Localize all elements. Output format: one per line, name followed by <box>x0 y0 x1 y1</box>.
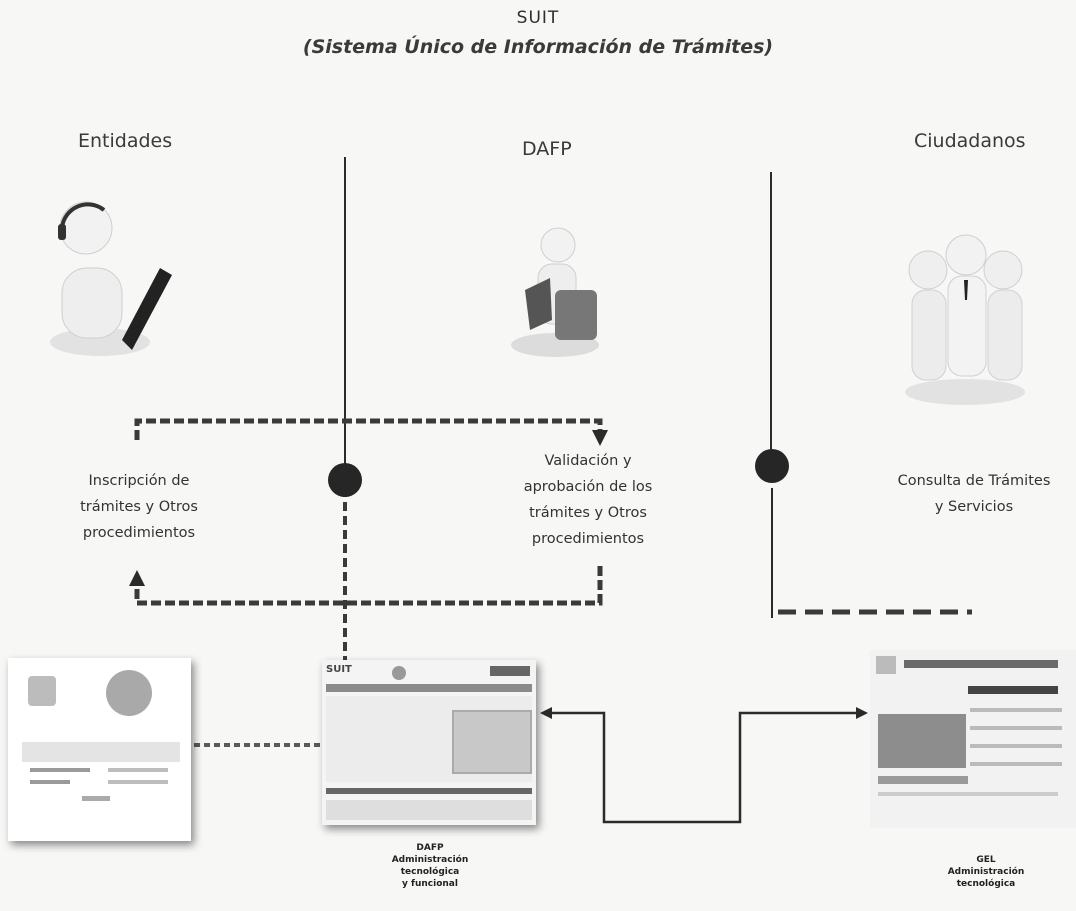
login-field-input <box>108 780 168 784</box>
process-consultation-line: Consulta de Trámites <box>897 473 1051 489</box>
entidades-login-screenshot <box>8 658 191 841</box>
arrow-head-validation <box>592 430 608 446</box>
suit-logo-icon <box>106 670 152 716</box>
process-inscription-line: Inscripción de <box>88 473 190 489</box>
screen-footer <box>326 800 532 820</box>
suit-badge: SUIT <box>326 664 352 675</box>
caption-gel-line: GEL <box>976 855 996 865</box>
caption-dafp-line: DAFP <box>416 843 444 853</box>
caption-dafp-line: Administración <box>391 855 469 865</box>
caption-dafp: DAFP Administración tecnológica y funcio… <box>350 842 510 890</box>
entidades-person-icon <box>50 201 172 356</box>
login-field-label <box>30 768 90 772</box>
login-field-input <box>108 768 168 772</box>
coat-of-arms-icon <box>28 676 56 706</box>
process-inscription-line: trámites y Otros <box>80 499 198 515</box>
dashed-arrow-to-validation <box>134 418 603 440</box>
gel-main-image <box>878 714 966 768</box>
column-heading-dafp: DAFP <box>522 138 572 160</box>
arrow-head-gel <box>856 707 868 719</box>
process-inscription: Inscripción de trámites y Otros procedim… <box>34 468 244 546</box>
gel-top-bar <box>904 660 1058 668</box>
arrow-head-inscription <box>129 570 145 586</box>
gel-list-line <box>970 762 1062 766</box>
screen-footer-bar <box>326 788 532 794</box>
gel-section-header <box>968 686 1058 694</box>
node-dafp <box>328 463 362 497</box>
gel-footer-bar <box>878 776 968 784</box>
diagram-acronym: SUIT <box>516 8 560 28</box>
diagram-title: (Sistema Único de Información de Trámite… <box>302 36 774 58</box>
gel-footer-line <box>878 792 1058 796</box>
gel-list-line <box>970 726 1062 730</box>
process-inscription-line: procedimientos <box>82 525 196 541</box>
process-validation-line: Validación y <box>544 453 632 469</box>
caption-dafp-line: tecnológica <box>400 867 460 877</box>
gel-logo-icon <box>876 656 896 674</box>
gel-portal-screenshot <box>870 650 1076 828</box>
column-heading-ciudadanos: Ciudadanos <box>914 130 1026 152</box>
process-validation: Validación y aprobación de los trámites … <box>488 448 688 552</box>
arrow-head-dafp <box>540 707 552 719</box>
screen-nav-bar <box>326 684 532 692</box>
gel-list-line <box>970 744 1062 748</box>
node-ciudadanos <box>755 449 789 483</box>
ciudadanos-group-icon <box>905 234 1025 405</box>
screen-emblem-icon <box>392 666 406 680</box>
caption-gel: GEL Administración tecnológica <box>916 854 1056 890</box>
login-field-label <box>30 780 70 784</box>
login-form-header <box>22 742 180 762</box>
caption-dafp-line: y funcional <box>402 879 458 889</box>
dafp-suit-screenshot: SUIT <box>322 660 536 825</box>
screen-header-block <box>490 666 530 676</box>
screen-preview-window <box>452 710 532 774</box>
login-submit-button <box>82 796 110 801</box>
process-consultation: Consulta de Trámites y Servicios <box>872 468 1076 520</box>
gel-list-line <box>970 708 1062 712</box>
dafp-person-icon <box>511 227 599 357</box>
solid-link-dafp-gel <box>548 711 860 824</box>
process-validation-line: trámites y Otros <box>529 505 647 521</box>
dashed-arrow-to-inscription <box>134 566 603 606</box>
column-heading-entidades: Entidades <box>78 130 173 152</box>
process-validation-line: aprobación de los <box>523 479 653 495</box>
caption-gel-line: tecnológica <box>956 879 1016 889</box>
process-consultation-line: y Servicios <box>934 499 1014 515</box>
caption-gel-line: Administración <box>947 867 1025 877</box>
process-validation-line: procedimientos <box>531 531 645 547</box>
